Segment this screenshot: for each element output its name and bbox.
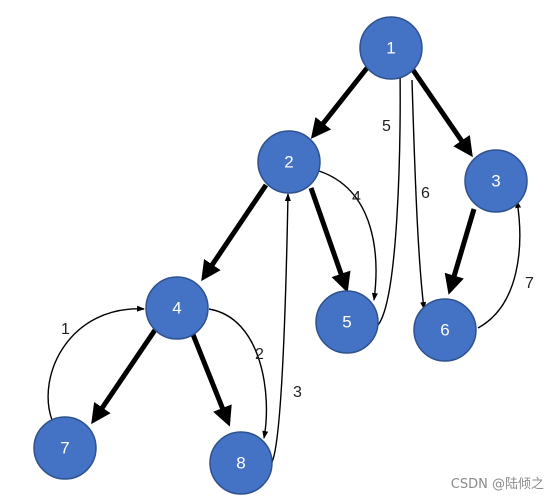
nodes: 1 2 3 4 5 6 7 8 xyxy=(33,16,528,495)
node-label: 7 xyxy=(60,439,69,458)
node-5: 5 xyxy=(315,290,379,354)
traversal-labels: 1 2 3 4 5 6 7 xyxy=(61,118,534,401)
traversal-label-6: 6 xyxy=(421,185,430,202)
node-label: 2 xyxy=(284,153,293,172)
tree-edge-4-7 xyxy=(91,328,158,425)
traversal-label-7: 7 xyxy=(525,275,534,292)
tree-edge-4-8 xyxy=(189,331,232,427)
node-4: 4 xyxy=(145,276,209,340)
node-2: 2 xyxy=(257,130,321,194)
node-label: 1 xyxy=(386,39,395,58)
traversal-edge-6-3 xyxy=(477,200,522,329)
node-label: 6 xyxy=(440,321,449,340)
node-6: 6 xyxy=(413,298,477,362)
tree-edges xyxy=(91,66,477,427)
traversal-edge-4-8 xyxy=(208,308,269,439)
node-3: 3 xyxy=(464,149,528,213)
node-label: 4 xyxy=(172,299,181,318)
node-8: 8 xyxy=(209,431,273,495)
node-label: 8 xyxy=(236,454,245,473)
traversal-label-5: 5 xyxy=(382,118,391,135)
traversal-edge-8-2 xyxy=(271,193,291,463)
tree-edge-2-5 xyxy=(308,187,351,293)
traversal-edge-5-1 xyxy=(377,65,404,326)
node-1: 1 xyxy=(359,16,423,80)
tree-edge-2-4 xyxy=(201,183,269,282)
traversal-edge-7-4 xyxy=(47,305,145,421)
traversal-label-4: 4 xyxy=(352,189,361,206)
traversal-label-1: 1 xyxy=(61,321,70,338)
traversal-label-2: 2 xyxy=(255,346,264,363)
node-label: 3 xyxy=(491,172,500,191)
traversal-edge-2-5 xyxy=(318,170,378,301)
tree-edge-1-3 xyxy=(410,68,473,158)
traversal-edge-1-6 xyxy=(411,79,427,310)
node-7: 7 xyxy=(33,416,97,480)
node-label: 5 xyxy=(342,313,351,332)
traversal-label-3: 3 xyxy=(293,384,302,401)
traversal-edges xyxy=(47,65,522,463)
tree-edge-3-6 xyxy=(444,208,477,295)
watermark: CSDN @陆倾之 xyxy=(450,477,544,492)
tree-edge-1-2 xyxy=(310,66,369,139)
